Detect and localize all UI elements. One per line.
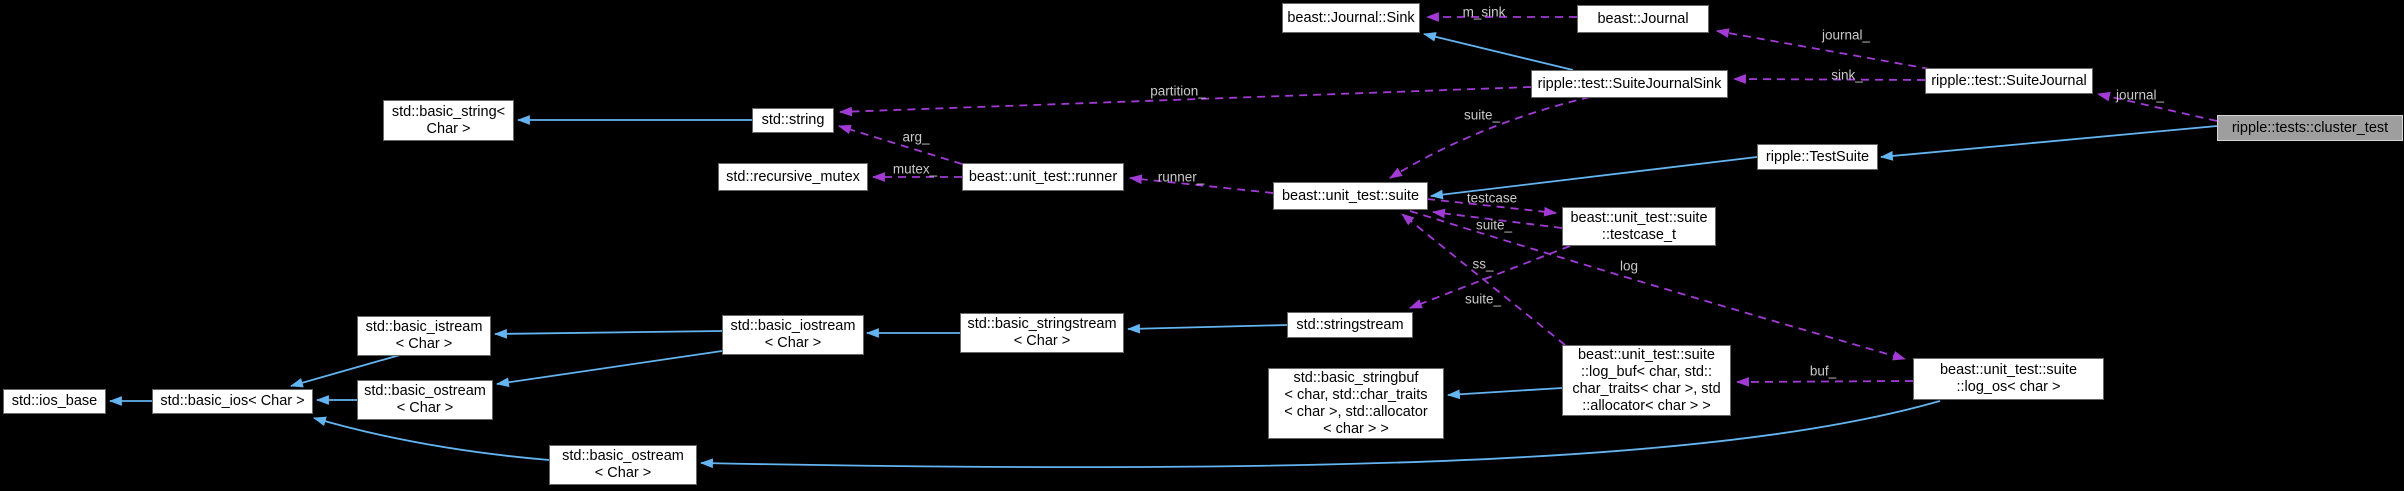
edge-inherit-basiciostream-basicistream <box>493 328 723 339</box>
edge-label-arg: arg_ <box>902 129 930 145</box>
edge-inherit-stringstream-basicstringstream <box>1126 323 1288 334</box>
node-log-os[interactable]: beast::unit_test::suite ::log_os< char > <box>1913 358 2104 400</box>
edge-label-runner: runner_ <box>1157 169 1205 185</box>
node-log-buf[interactable]: beast::unit_test::suite ::log_buf< char,… <box>1562 345 1731 416</box>
node-std-basic-ios[interactable]: std::basic_ios< Char > <box>152 389 313 414</box>
edge-inherit-logos-basicostream2 <box>699 400 1941 469</box>
edge-label-suite-mid: suite_ <box>1475 217 1513 233</box>
edge-usage-testcaset-ss <box>1408 245 1571 309</box>
edge-inherit-basiciostream-basicostream1 <box>495 350 723 388</box>
edge-label-journal-top: journal_ <box>1821 27 1871 43</box>
edge-label-log: log <box>1619 258 1639 274</box>
edge-label-testcase: testcase <box>1466 190 1518 206</box>
node-ripple-testsuite[interactable]: ripple::TestSuite <box>1757 144 1878 170</box>
node-ripple-test-suitejournalsink[interactable]: ripple::test::SuiteJournalSink <box>1531 70 1728 98</box>
node-ripple-test-suitejournal[interactable]: ripple::test::SuiteJournal <box>1925 68 2093 94</box>
node-std-basic-istream[interactable]: std::basic_istream < Char > <box>357 316 491 356</box>
edge-label-ss: ss_ <box>1472 256 1494 272</box>
edge-usage-logbuf-suite <box>1401 213 1566 346</box>
node-std-basic-iostream[interactable]: std::basic_iostream < Char > <box>722 315 864 355</box>
node-ripple-tests-cluster-test[interactable]: ripple::tests::cluster_test <box>2217 115 2403 141</box>
node-std-stringstream[interactable]: std::stringstream <box>1287 312 1413 338</box>
edge-usage-logos-buf <box>1735 377 1914 387</box>
edge-inherit-logbuf-basicstringbuf <box>1446 387 1563 400</box>
node-beast-unit-test-suite[interactable]: beast::unit_test::suite <box>1273 182 1428 210</box>
edge-label-m-sink: m_sink <box>1462 4 1506 20</box>
edge-inherit-basicistream-basicios <box>289 354 401 388</box>
node-std-string[interactable]: std::string <box>752 108 834 133</box>
node-std-basic-stringstream[interactable]: std::basic_stringstream < Char > <box>960 313 1124 353</box>
edge-usage-suitejournalsink-partition <box>838 86 1532 117</box>
node-beast-unit-test-runner[interactable]: beast::unit_test::runner <box>962 163 1124 191</box>
node-std-basic-ostream-bottom[interactable]: std::basic_ostream < Char > <box>549 445 697 485</box>
node-std-basic-ostream-top[interactable]: std::basic_ostream < Char > <box>357 380 493 420</box>
edge-inherit-basicostream2-basicios <box>312 416 550 461</box>
edge-label-partition: partition_ <box>1150 83 1206 99</box>
node-std-ios-base[interactable]: std::ios_base <box>3 389 106 414</box>
node-beast-journal-sink[interactable]: beast::Journal::Sink <box>1282 3 1420 33</box>
node-std-recursive-mutex[interactable]: std::recursive_mutex <box>718 163 868 191</box>
node-beast-journal[interactable]: beast::Journal <box>1577 5 1709 33</box>
node-testcase-t[interactable]: beast::unit_test::suite ::testcase_t <box>1562 207 1716 246</box>
edge-usage-suite-log <box>1409 210 1907 361</box>
edge-usage-suite-runner <box>1128 174 1274 194</box>
edge-label-suite-low: suite_ <box>1464 291 1502 307</box>
edge-usage-clustertest-journal <box>2096 91 2218 122</box>
edge-usage-testcaset-suite <box>1431 208 1563 229</box>
edge-inherit-suitejournalsink-journalsink <box>1422 32 1574 71</box>
edge-usage-suite-testcase <box>1426 198 1558 217</box>
edge-inherit-testsuite-unitsuite <box>1429 156 1758 200</box>
node-std-basic-stringbuf[interactable]: std::basic_stringbuf < char, std::char_t… <box>1268 368 1444 439</box>
node-std-basic-string[interactable]: std::basic_string< Char > <box>383 100 514 141</box>
edge-label-buf: buf_ <box>1809 363 1837 379</box>
edge-inherit-clustertest-testsuite <box>1879 125 2218 161</box>
edge-label-mutex: mutex_ <box>892 161 938 177</box>
edge-label-suite-top: suite_ <box>1463 107 1501 123</box>
edge-label-journal-right: journal_ <box>2115 87 2165 103</box>
edge-label-sink: sink_ <box>1831 67 1863 83</box>
edge-usage-suitejournal-sink <box>1732 74 1926 84</box>
edge-usage-runner-arg <box>837 124 963 165</box>
